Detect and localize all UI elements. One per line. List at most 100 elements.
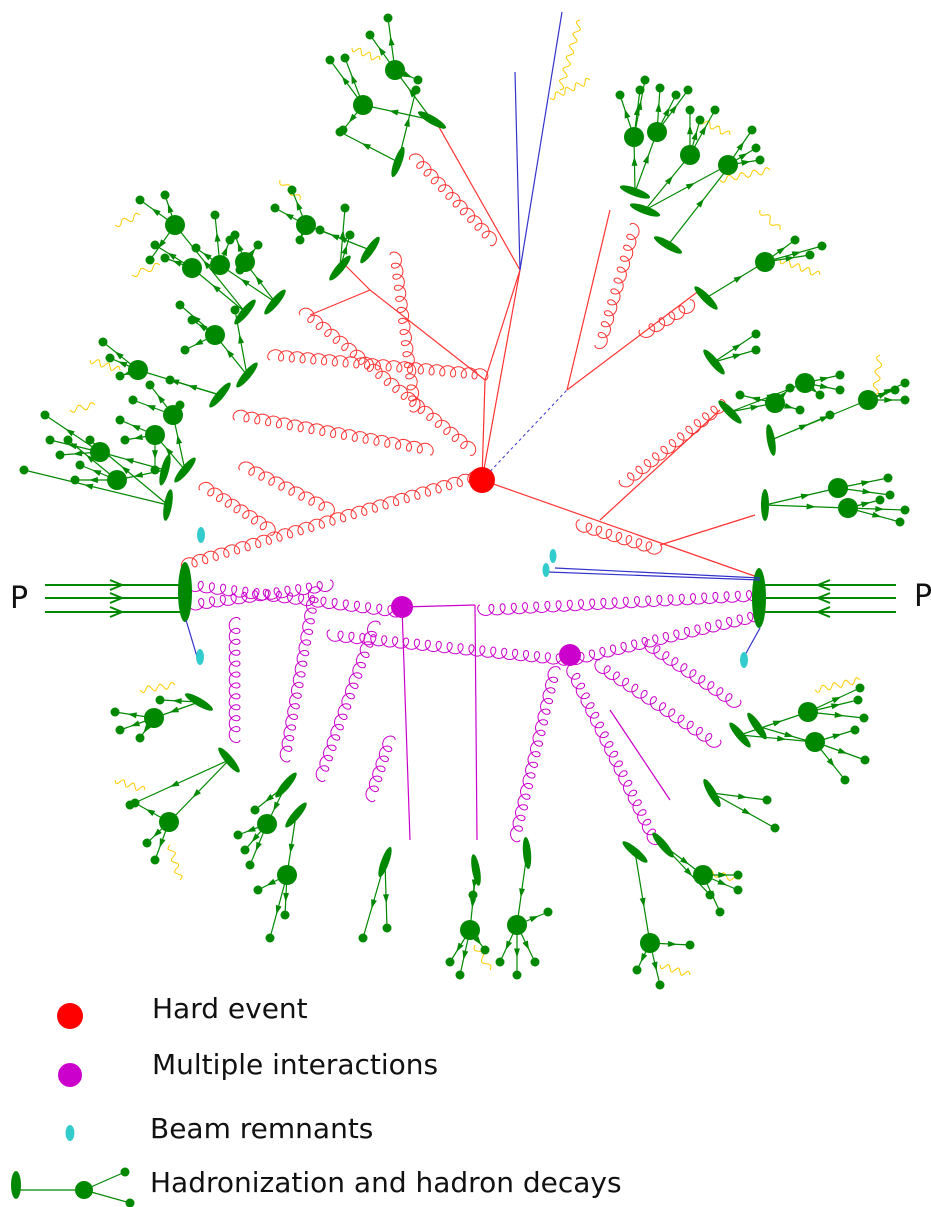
mpi-line [401, 606, 411, 841]
arrow-icon [785, 255, 795, 262]
hadron-small [75, 460, 85, 470]
arrow-icon [514, 948, 520, 958]
hadron-small [885, 490, 895, 500]
beam-remnant [197, 527, 205, 543]
arrow-icon [348, 113, 357, 123]
hadron-small [365, 30, 375, 40]
arrow-icon [88, 477, 98, 483]
hadron-small [191, 243, 201, 253]
arrow-icon [330, 234, 340, 241]
arrow-icon [73, 450, 83, 457]
arrow-icon [288, 843, 295, 853]
arrow-icon [130, 720, 141, 727]
arrow-icon [194, 338, 204, 346]
legend-hadron-small [120, 1167, 130, 1177]
beam-remnant [549, 549, 557, 563]
arrow-icon [819, 376, 830, 383]
arrow-icon [471, 879, 478, 889]
interaction-vertices [391, 467, 581, 666]
photon-line [872, 354, 883, 396]
arrow-icon [808, 384, 818, 393]
hadron-small [747, 125, 757, 135]
mpi-vertex [559, 644, 581, 666]
legend-beam-remnants: Beam remnants [150, 1112, 374, 1145]
photon-line [719, 167, 771, 183]
hadron-small [710, 105, 720, 115]
gluon-red [408, 153, 497, 247]
mpi-vertex [391, 596, 413, 618]
arrow-icon [109, 592, 125, 604]
arrow-icon [158, 239, 167, 249]
arrow-icon [737, 793, 748, 800]
parton-line [369, 289, 486, 381]
arrow-icon [642, 154, 649, 164]
arrow-icon [146, 404, 156, 411]
arrow-icon [145, 809, 156, 817]
arrow-icon [237, 242, 244, 252]
arrow-icon [772, 720, 783, 727]
hadron-small [715, 907, 725, 917]
hadron-small [253, 240, 263, 250]
hadron-small [165, 375, 175, 385]
arrow-icon [800, 493, 811, 500]
gluon-red [389, 251, 421, 413]
arrow-icon [341, 245, 348, 255]
hadron-small [683, 85, 693, 95]
arrow-icon [832, 733, 842, 740]
hadron-small [19, 465, 29, 475]
photon-line [89, 359, 121, 371]
gluon-mpi [566, 663, 661, 846]
mpi-line [474, 604, 478, 841]
photon-line [69, 402, 96, 413]
hadron-small [382, 923, 392, 933]
hadron-small [325, 55, 335, 65]
gluon-lines [180, 153, 765, 846]
arrow-icon [157, 394, 166, 404]
photon-line [114, 779, 146, 791]
arrow-icon [696, 198, 705, 208]
gluon-red [575, 519, 663, 555]
hadron-small [115, 725, 125, 735]
hadron-small [835, 385, 845, 395]
arrow-icon [240, 278, 250, 287]
arrow-icon [273, 801, 280, 811]
gluon-mpi [477, 589, 764, 617]
arrow-icon [167, 252, 177, 261]
arrow-icon [283, 892, 290, 902]
hadron-small [815, 390, 825, 400]
hadron-small [853, 695, 863, 705]
arrow-icon [114, 351, 124, 360]
arrow-icon [815, 606, 831, 618]
arrow-icon [247, 248, 256, 258]
arrow-icon [192, 789, 201, 798]
arrow-icon [883, 388, 893, 396]
arrow-icon [651, 961, 658, 971]
gluon-mpi [187, 579, 334, 611]
arrow-icon [741, 807, 752, 815]
hadron-small [795, 405, 805, 415]
photon-line [351, 47, 381, 61]
arrow-icon [826, 757, 835, 767]
hadron-small [63, 435, 73, 445]
arrow-icon [636, 100, 643, 111]
hadron-small [340, 53, 350, 63]
hadron-small [840, 775, 850, 785]
arrow-icon [251, 833, 260, 843]
arrow-icon [296, 201, 303, 211]
photon-line [659, 964, 691, 976]
hadron-small [150, 855, 160, 865]
hadron-small [142, 838, 152, 848]
hadron-small [383, 13, 393, 23]
arrow-icon [699, 125, 707, 136]
arrow-icon [124, 458, 134, 465]
hadron-track [644, 164, 729, 211]
blue-line [514, 71, 521, 271]
hadron-small [85, 435, 95, 445]
legend-multiple-interactions: Multiple interactions [152, 1048, 439, 1081]
hadron-small [125, 800, 135, 810]
hadron-small [655, 980, 665, 990]
arrow-icon [131, 424, 141, 432]
hadron-small [723, 163, 733, 173]
gluon-red [638, 299, 696, 339]
arrow-icon [351, 74, 358, 84]
